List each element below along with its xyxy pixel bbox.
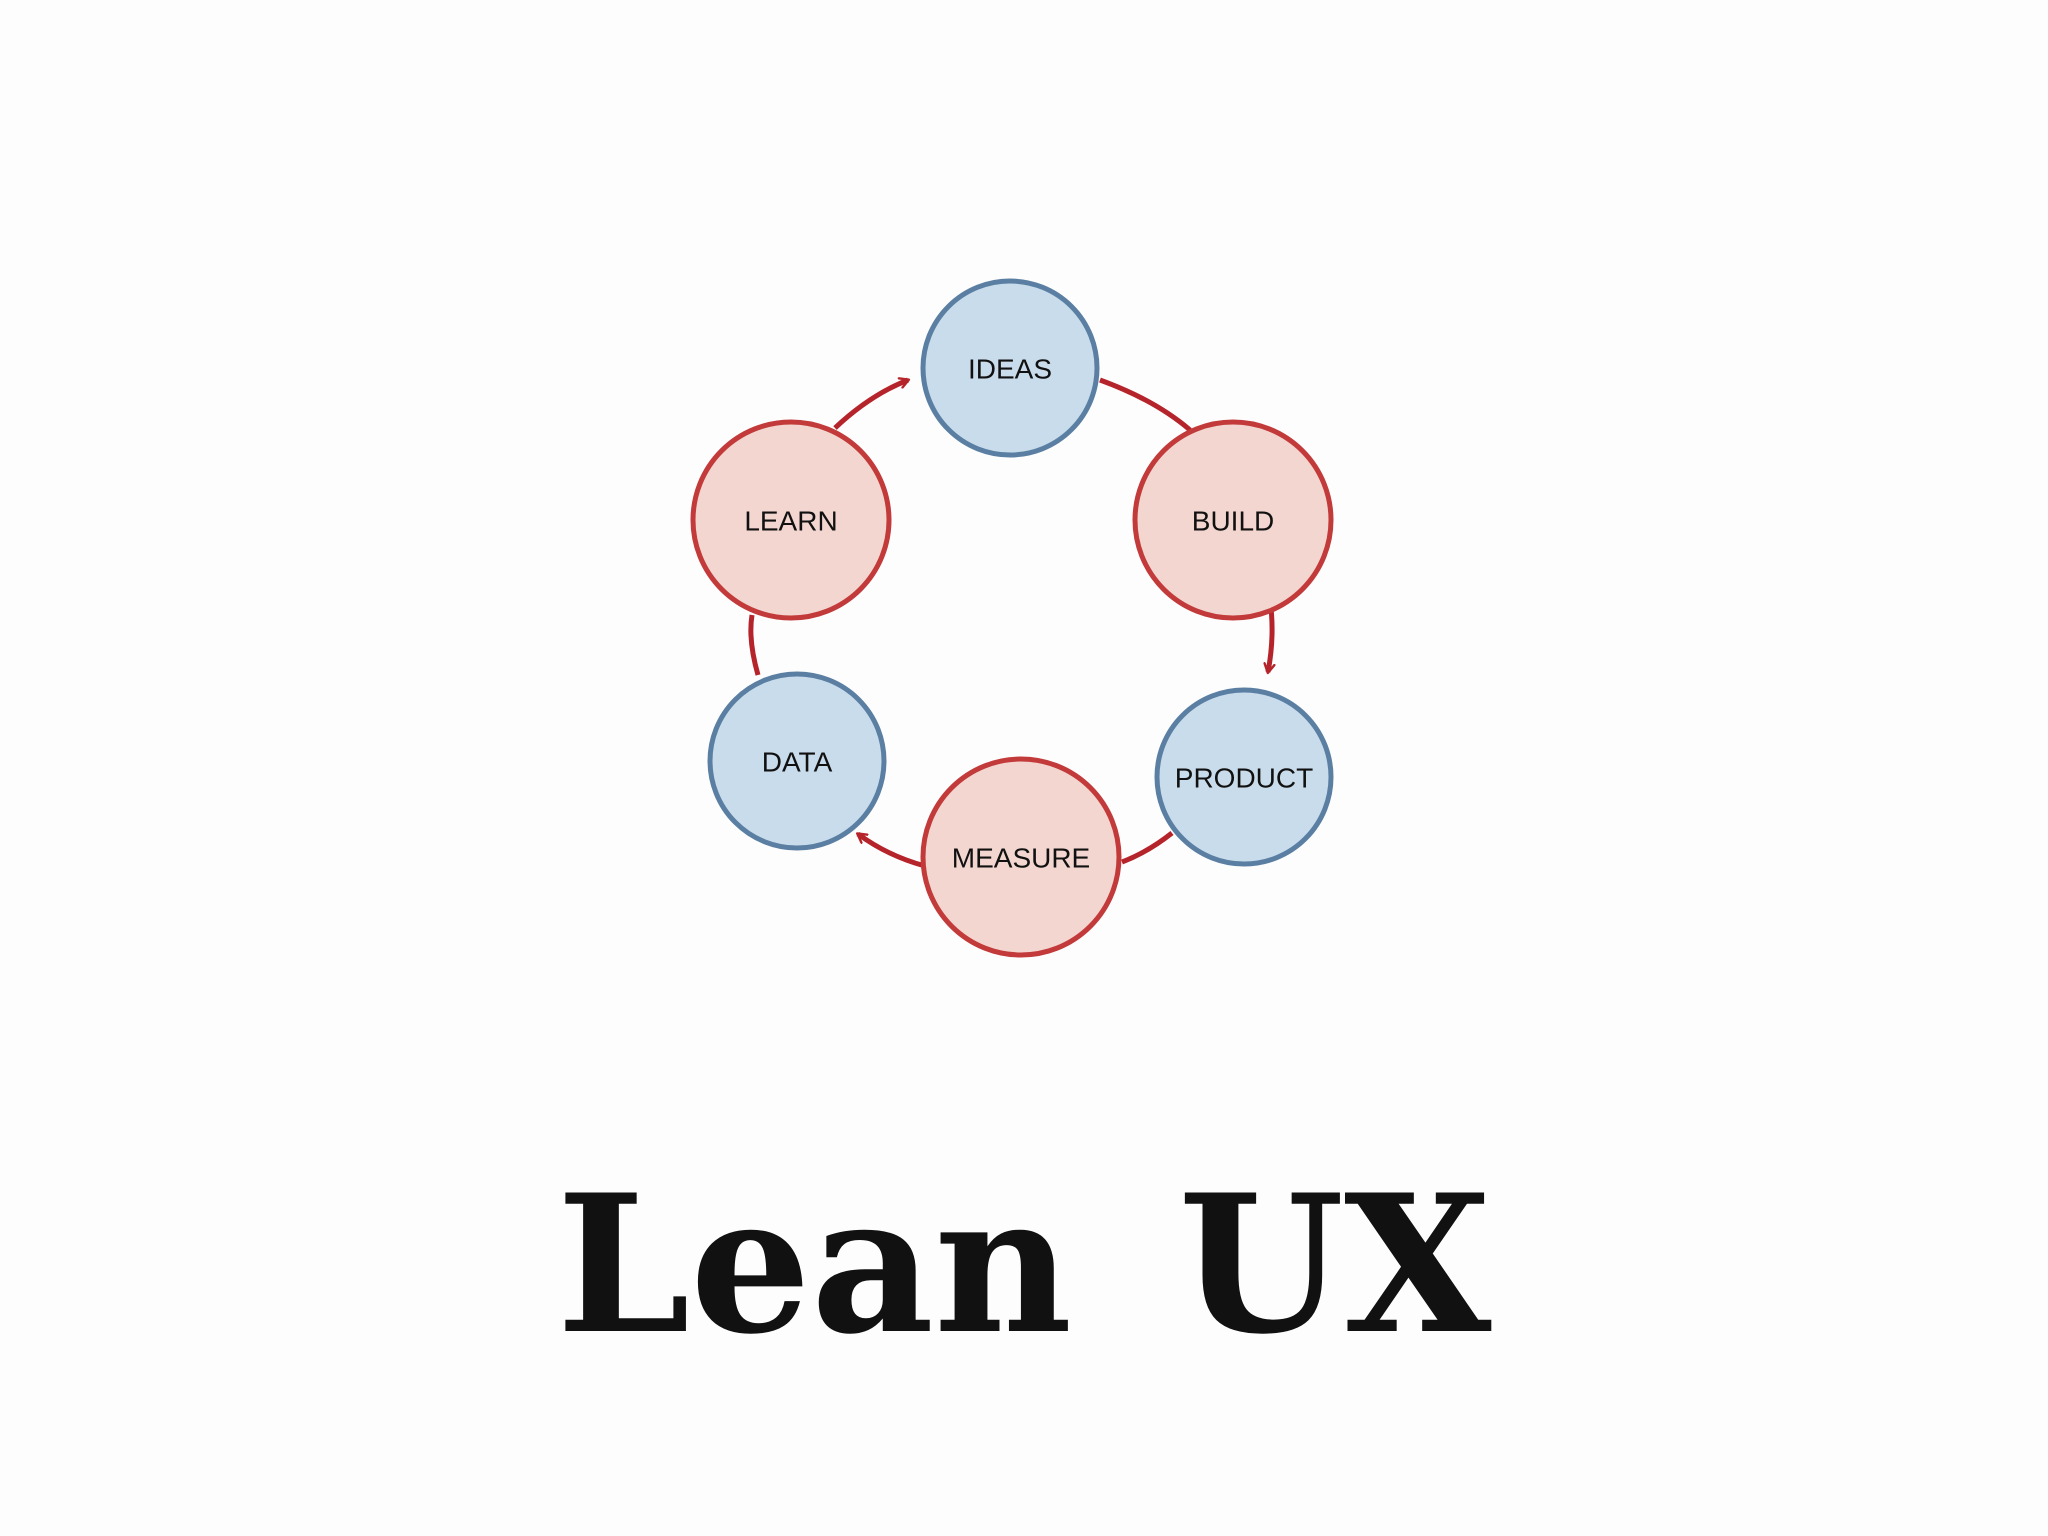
node-build-label: BUILD bbox=[1192, 505, 1274, 536]
node-learn-circle bbox=[690, 419, 892, 621]
node-product-label: PRODUCT bbox=[1175, 762, 1313, 793]
node-build-circle bbox=[1132, 419, 1334, 621]
node-data-circle bbox=[707, 671, 887, 851]
connector-learn-to-ideas bbox=[833, 380, 908, 430]
connector-data-to-learn bbox=[748, 614, 761, 676]
connector-measure-to-data bbox=[858, 831, 926, 869]
slide-title: Lean UX bbox=[556, 1153, 1492, 1376]
node-learn-label: LEARN bbox=[744, 505, 837, 536]
node-measure: MEASURE bbox=[920, 756, 1122, 958]
node-ideas-circle bbox=[920, 278, 1100, 458]
node-learn: LEARN bbox=[690, 419, 892, 621]
connector-ideas-to-build bbox=[1099, 377, 1192, 432]
node-measure-label: MEASURE bbox=[952, 842, 1090, 873]
node-data: DATA bbox=[707, 671, 887, 851]
node-product: PRODUCT bbox=[1154, 687, 1334, 867]
node-build: BUILD bbox=[1132, 419, 1334, 621]
node-ideas: IDEAS bbox=[920, 278, 1100, 458]
node-measure-circle bbox=[920, 756, 1122, 958]
node-product-circle bbox=[1154, 687, 1334, 867]
node-ideas-label: IDEAS bbox=[968, 353, 1052, 384]
node-data-label: DATA bbox=[762, 746, 833, 777]
connector-product-to-measure bbox=[1121, 831, 1174, 865]
